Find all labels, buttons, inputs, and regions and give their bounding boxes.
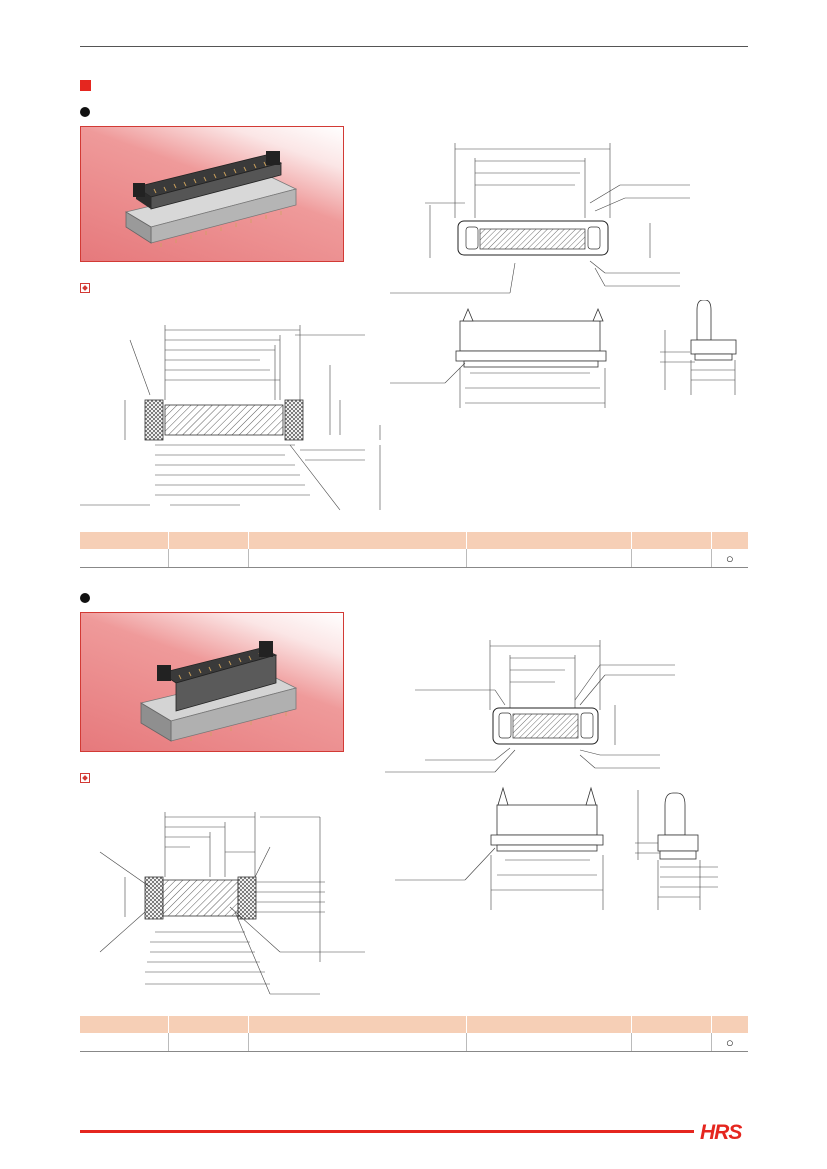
pcb-layout-drawing-1 (80, 325, 381, 511)
table-cell (248, 1033, 467, 1052)
column-header (631, 532, 712, 549)
diamond-icon (80, 283, 90, 293)
table-cell (80, 549, 169, 568)
table-cell (168, 1033, 249, 1052)
bullet-icon (80, 107, 90, 117)
spec-table-header-row (80, 1016, 748, 1033)
dimension-drawing-1 (390, 143, 690, 408)
connector-illustration-2 (139, 641, 298, 742)
table-cell (466, 1033, 632, 1052)
column-header (168, 1016, 249, 1033)
table-row: ○ (80, 1033, 748, 1052)
table-cell (80, 1033, 169, 1052)
spec-table-header-row (80, 532, 748, 549)
column-header (248, 532, 467, 549)
section-marker-icon (80, 80, 91, 91)
column-header (466, 1016, 632, 1033)
table-cell (631, 1033, 712, 1052)
spec-table-1: ○ (80, 532, 748, 568)
column-header (711, 532, 748, 549)
availability-circle: ○ (711, 549, 748, 568)
connector-illustration-1 (124, 151, 298, 247)
availability-circle: ○ (711, 1033, 748, 1052)
column-header (168, 532, 249, 549)
bullet-icon (80, 593, 90, 603)
diamond-icon (80, 773, 90, 783)
table-row: ○ (80, 549, 748, 568)
column-header (80, 1016, 169, 1033)
table-cell (248, 549, 467, 568)
pcb-layout-drawing-2 (99, 812, 365, 995)
column-header (466, 532, 632, 549)
header-rule (80, 46, 748, 47)
table-cell (466, 549, 632, 568)
table-cell (168, 549, 249, 568)
product-photo-2 (80, 612, 344, 752)
column-header (711, 1016, 748, 1033)
spec-table-2: ○ (80, 1016, 748, 1052)
column-header (80, 532, 169, 549)
footer-rule (80, 1130, 694, 1133)
side-view-drawing-1 (660, 300, 737, 395)
column-header (631, 1016, 712, 1033)
dimension-drawing-2 (385, 640, 675, 910)
column-header (248, 1016, 467, 1033)
side-view-drawing-2 (635, 790, 718, 910)
product-photo-1 (80, 126, 344, 262)
hrs-logo: HRS (700, 1121, 742, 1144)
table-cell (631, 549, 712, 568)
